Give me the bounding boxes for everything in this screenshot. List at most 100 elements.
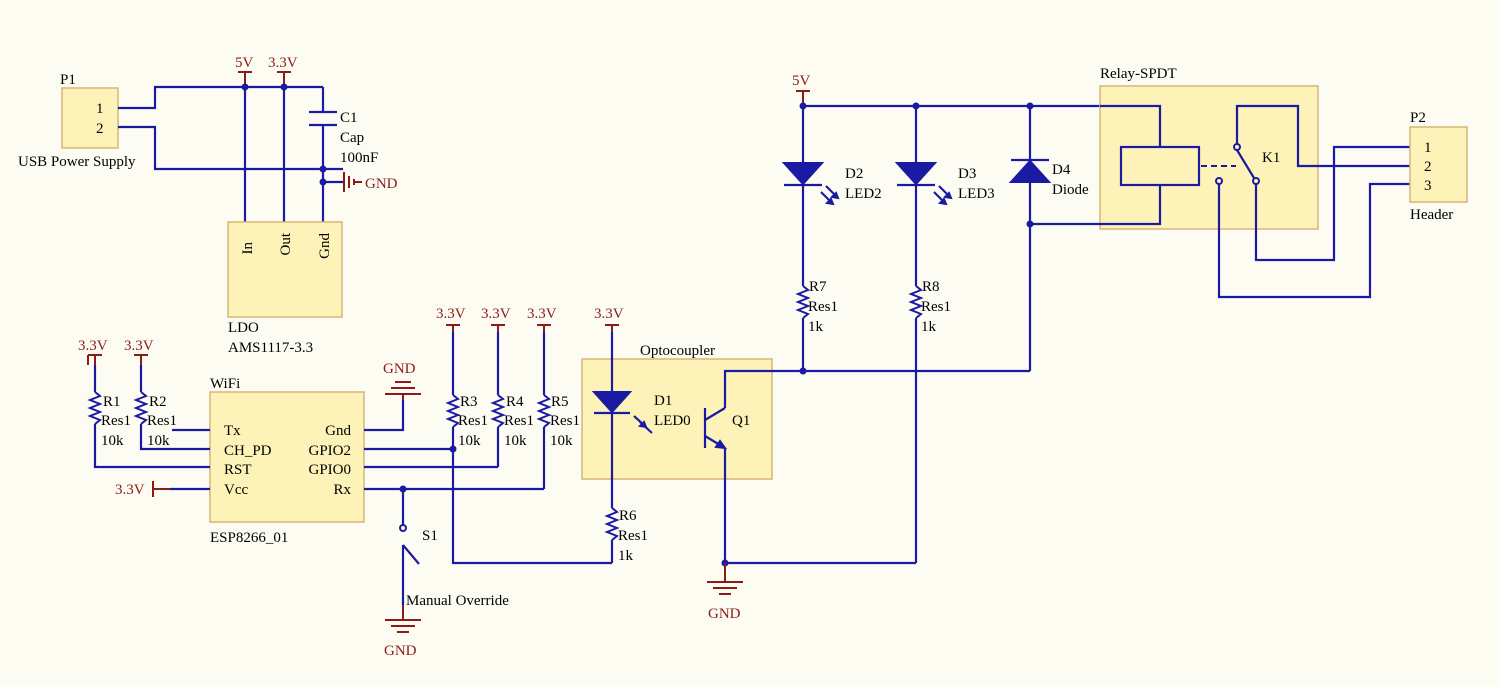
wifi-pin-rx: Rx: [333, 482, 351, 498]
d2-type: LED2: [845, 186, 882, 202]
wifi-title: WiFi: [210, 376, 240, 392]
label-5v-relay: 5V: [792, 73, 811, 89]
wire-gnd-rail: [118, 125, 343, 171]
d3-type: LED3: [958, 186, 995, 202]
r2-value: 10k: [147, 433, 170, 449]
gnd-symbol-ldo: GND: [343, 172, 398, 192]
led-d2: [781, 162, 840, 206]
wifi-pin-gpio0: GPIO0: [308, 462, 351, 478]
r3-ref: R3: [460, 394, 478, 410]
wifi-pin-vcc: Vcc: [224, 482, 248, 498]
s1-ref: S1: [422, 528, 438, 544]
gnd-label-q1: GND: [708, 606, 741, 622]
r4-type: Res1: [504, 413, 534, 429]
resistor-r2: [133, 391, 149, 425]
p2-label: Header: [1410, 207, 1453, 223]
wire-relay-nc: [1217, 182, 1410, 299]
label-33v-r5: 3.3V: [527, 306, 557, 322]
r2-ref: R2: [149, 394, 167, 410]
ldo-part: AMS1117-3.3: [228, 340, 313, 356]
p2-ref: P2: [1410, 110, 1426, 126]
r1-type: Res1: [101, 413, 131, 429]
capacitor-c1: C1 Cap 100nF: [309, 110, 378, 166]
label-33v-r1: 3.3V: [78, 338, 108, 354]
d1-ref: D1: [654, 393, 672, 409]
wire-coil-top: [1100, 104, 1162, 147]
c1-type: Cap: [340, 130, 364, 146]
connector-p1: P1 1 2 USB Power Supply: [18, 72, 136, 170]
resistor-r3: [445, 394, 461, 428]
wifi-pin-tx: Tx: [224, 423, 241, 439]
p2-pin2: 2: [1424, 159, 1432, 175]
wifi-pin-gpio2: GPIO2: [308, 443, 351, 459]
r8-type: Res1: [921, 299, 951, 315]
label-33v-vcc: 3.3V: [115, 482, 145, 498]
d1-type: LED0: [654, 413, 691, 429]
label-33v-r4: 3.3V: [481, 306, 511, 322]
d3-ref: D3: [958, 166, 976, 182]
c1-value: 100nF: [340, 150, 378, 166]
led-d1: [591, 391, 653, 434]
label-33v-r3: 3.3V: [436, 306, 466, 322]
r7-ref: R7: [809, 279, 827, 295]
opto-title: Optocoupler: [640, 343, 715, 359]
gnd-label-ldo: GND: [365, 176, 398, 192]
ldo-pin-out: Out: [278, 232, 294, 255]
p2-pin1: 1: [1424, 140, 1432, 156]
wire-relay-no: [1254, 145, 1410, 262]
wifi-module: WiFi Tx CH_PD RST Vcc Gnd GPIO2 GPIO0 Rx…: [209, 376, 365, 546]
gnd-symbol-s1: GND: [384, 605, 421, 659]
r4-ref: R4: [506, 394, 524, 410]
resistor-r6: [604, 507, 620, 541]
resistor-r7: [795, 285, 811, 319]
r8-value: 1k: [921, 319, 937, 335]
resistor-r5: [536, 394, 552, 428]
wifi-pin-rst: RST: [224, 462, 252, 478]
wifi-pin-chpd: CH_PD: [224, 443, 272, 459]
power-flag-33v-r5: 3.3V: [527, 306, 557, 332]
led-d3: [894, 162, 953, 206]
r5-value: 10k: [550, 433, 573, 449]
power-flag-33v-r3: 3.3V: [436, 306, 466, 332]
wire-r2-chpd: [139, 424, 205, 451]
r3-type: Res1: [458, 413, 488, 429]
power-flag-33v-r4: 3.3V: [481, 306, 511, 332]
wire-r1-rst: [93, 424, 205, 469]
p2-pin3: 3: [1424, 178, 1432, 194]
p1-pin1: 1: [96, 101, 104, 117]
wire-r3-r6: [451, 427, 612, 565]
wire-wifi-gnd: [364, 400, 405, 432]
wifi-part: ESP8266_01: [210, 530, 288, 546]
resistor-r8: [908, 285, 924, 319]
power-flag-33v-vcc: 3.3V: [115, 481, 170, 498]
switch-s1-blade: [402, 544, 420, 565]
transistor-q1: [703, 407, 728, 450]
wire-q1-collector: [723, 369, 1030, 408]
relay-title: Relay-SPDT: [1100, 66, 1177, 82]
power-flag-33v-opto: 3.3V: [594, 306, 624, 332]
resistor-r4: [490, 394, 506, 428]
q1-ref: Q1: [732, 413, 750, 429]
gnd-label-wifi: GND: [383, 361, 416, 377]
diode-d4: [1008, 158, 1052, 183]
resistor-r1: [87, 391, 103, 425]
r2-type: Res1: [147, 413, 177, 429]
d2-ref: D2: [845, 166, 863, 182]
r7-type: Res1: [808, 299, 838, 315]
ldo-name: LDO: [228, 320, 259, 336]
power-flag-5v-ldo: 5V: [235, 55, 254, 87]
gnd-symbol-q1: GND: [707, 563, 743, 622]
r4-value: 10k: [504, 433, 527, 449]
relay-ref: K1: [1262, 150, 1280, 166]
wire-relay-com: [1235, 104, 1410, 168]
r8-ref: R8: [922, 279, 940, 295]
d4-ref: D4: [1052, 162, 1071, 178]
s1-label: Manual Override: [406, 593, 509, 609]
r1-value: 10k: [101, 433, 124, 449]
d4-type: Diode: [1052, 182, 1089, 198]
wifi-pin-gnd: Gnd: [325, 423, 351, 439]
r7-value: 1k: [808, 319, 824, 335]
r6-type: Res1: [618, 528, 648, 544]
label-33v-opto: 3.3V: [594, 306, 624, 322]
wire-5v-rail: [118, 85, 323, 110]
